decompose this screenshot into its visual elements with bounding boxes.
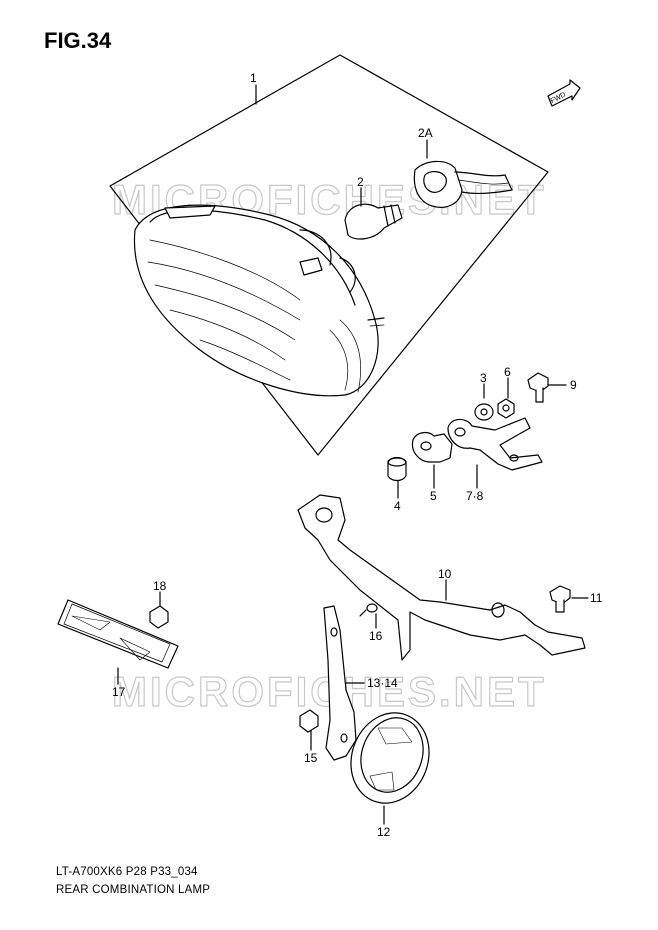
- bolt-11: [549, 585, 571, 613]
- callout-12: 12: [377, 825, 391, 839]
- callout-6: 6: [504, 365, 511, 379]
- watermark-bottom: MICROFICHES.NET: [112, 668, 547, 715]
- rect-reflector: [57, 599, 179, 669]
- bulb: [344, 203, 403, 240]
- callout-9: 9: [570, 378, 577, 392]
- nut-15: [299, 709, 319, 733]
- callout-13-14: 13·14: [367, 676, 398, 690]
- reflector-stay: [323, 605, 357, 761]
- callout-17: 17: [112, 685, 126, 699]
- callout-5: 5: [430, 489, 437, 503]
- callout-2a: 2A: [418, 126, 433, 140]
- figure-title: FIG.34: [44, 28, 112, 53]
- callout-2: 2: [357, 175, 364, 189]
- callout-4: 4: [394, 499, 401, 513]
- callout-16: 16: [369, 629, 383, 643]
- collar: [387, 456, 407, 482]
- callout-1: 1: [250, 71, 257, 85]
- callout-15: 15: [304, 751, 318, 765]
- lamp-bracket: [447, 417, 543, 471]
- grommet: [411, 431, 453, 463]
- diagram-caption: REAR COMBINATION LAMP: [56, 884, 211, 896]
- bolt-9: [527, 372, 549, 403]
- fwd-arrow-icon: FWD: [547, 79, 581, 107]
- callout-11: 11: [590, 591, 603, 605]
- nut-18: [149, 605, 169, 629]
- main-bracket: [297, 494, 586, 661]
- callout-18: 18: [153, 579, 167, 593]
- screw-16: [359, 603, 378, 617]
- bulb-socket: [413, 160, 513, 208]
- callout-7-8: 7·8: [466, 489, 484, 503]
- rear-lamp-housing: [133, 204, 385, 397]
- model-code: LT-A700XK6 P28 P33_034: [56, 866, 198, 878]
- callout-10: 10: [438, 567, 452, 581]
- round-reflector: [350, 712, 430, 804]
- callout-3: 3: [480, 371, 487, 385]
- nut: [497, 398, 515, 419]
- washer: [474, 403, 494, 421]
